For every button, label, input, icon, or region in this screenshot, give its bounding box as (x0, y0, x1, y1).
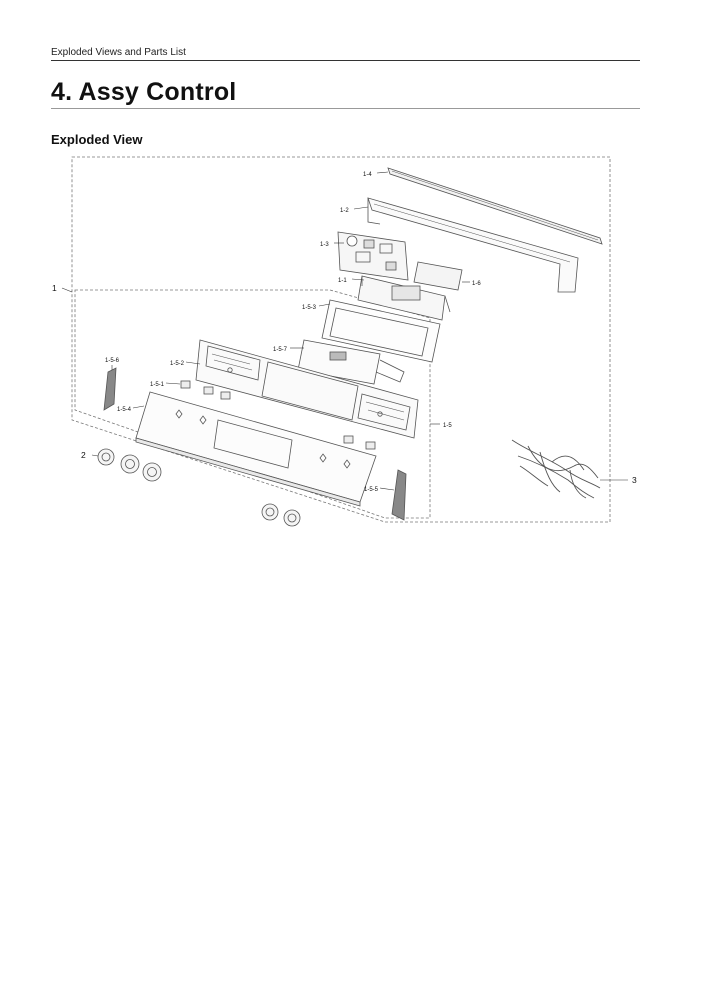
callout-1-5: 1-5 (443, 423, 452, 429)
callout-2: 2 (81, 450, 86, 460)
part-2-knobs (97, 448, 301, 527)
part-1-5-6-endcap (103, 367, 117, 411)
part-1-6-sheet (413, 261, 463, 291)
part-1-2-bracket (367, 197, 579, 293)
subsection-title: Exploded View (51, 132, 143, 147)
callout-1-5-3: 1-5-3 (302, 305, 317, 311)
part-1-5-4-front-panel (135, 391, 377, 507)
callout-1-5-5: 1-5-5 (364, 487, 379, 493)
assembly-1-boundary (71, 156, 611, 523)
running-header: Exploded Views and Parts List (51, 47, 640, 61)
callout-3: 3 (632, 475, 637, 485)
part-1-5-5-endcap (391, 469, 407, 521)
callout-1-5-7: 1-5-7 (273, 347, 288, 353)
part-1-4-trim (387, 167, 603, 245)
callout-1-6: 1-6 (472, 281, 481, 287)
part-1-5-2-panel (195, 339, 419, 439)
part-1-1-module (357, 275, 451, 321)
part-3-wire-harness (511, 439, 601, 499)
callout-1-3: 1-3 (320, 242, 329, 248)
part-1-3-pcb (337, 231, 409, 281)
callout-1-5-2: 1-5-2 (170, 361, 185, 367)
part-1-5-1-switches (180, 380, 376, 450)
part-1-5-3-bezel (321, 299, 441, 363)
callout-1-5-4: 1-5-4 (117, 407, 132, 413)
section-title: 4. Assy Control (51, 78, 640, 109)
callout-1-2: 1-2 (340, 208, 349, 214)
leader-lines (61, 171, 628, 491)
callout-1-5-6: 1-5-6 (105, 358, 120, 364)
callout-1-5-1: 1-5-1 (150, 382, 165, 388)
callout-1-4: 1-4 (363, 172, 372, 178)
callout-1: 1 (52, 283, 57, 293)
assembly-1-5-boundary (74, 289, 431, 519)
callout-1-1: 1-1 (338, 278, 347, 284)
